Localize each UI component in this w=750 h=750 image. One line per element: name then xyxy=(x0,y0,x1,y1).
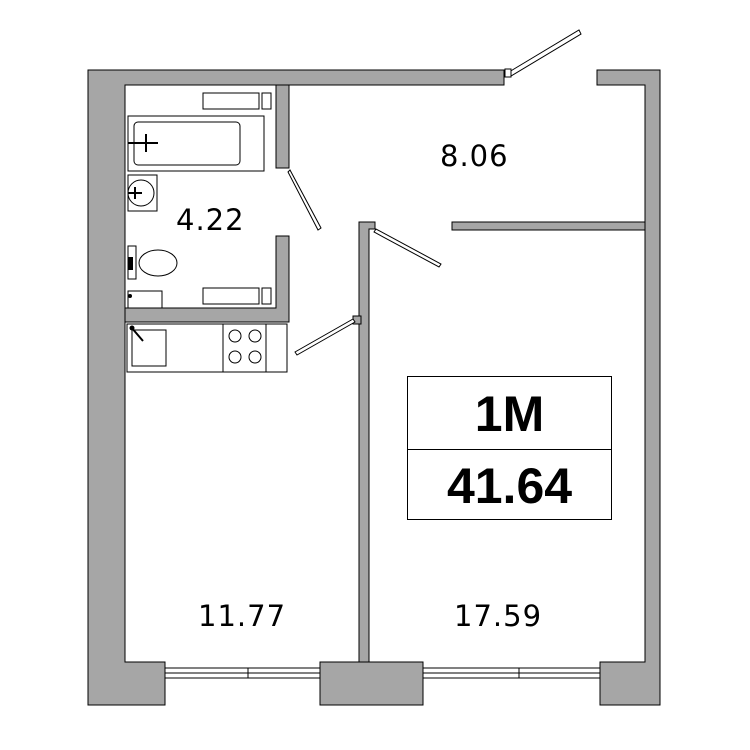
bathroom-wall-upper xyxy=(275,84,290,169)
bath-faucet-icon xyxy=(128,134,158,152)
partition-hall xyxy=(451,221,646,231)
room-area-bathroom: 4.22 xyxy=(176,203,245,237)
partition-rooms xyxy=(358,221,376,663)
outer-wall-north-west xyxy=(87,69,505,706)
door-living-room xyxy=(373,228,442,268)
door-bathroom xyxy=(287,169,322,231)
room-area-kitchen-room: 11.77 xyxy=(198,599,287,633)
room-area-hall: 8.06 xyxy=(440,139,509,173)
door-kitchen-room xyxy=(294,318,356,356)
vent-lower xyxy=(202,287,272,305)
toilet xyxy=(127,245,178,309)
apartment-info-badge: 1М 41.64 xyxy=(407,376,612,520)
window-living-room xyxy=(422,667,601,679)
kitchen-counter xyxy=(126,323,288,373)
toilet-tank xyxy=(128,257,133,270)
apartment-type: 1М xyxy=(474,386,545,442)
stove-burners xyxy=(228,329,262,364)
room-area-living-room: 17.59 xyxy=(454,599,543,633)
sink-faucet-icon xyxy=(128,187,142,199)
total-area: 41.64 xyxy=(446,458,573,514)
floor-drain-icon xyxy=(128,294,132,298)
badge-divider xyxy=(408,449,611,450)
door-leaves xyxy=(287,29,582,356)
door-entrance xyxy=(508,29,582,77)
wall-pier-south xyxy=(319,661,424,706)
outer-wall-east xyxy=(596,69,661,706)
window-kitchen-room xyxy=(164,667,321,679)
vent-upper xyxy=(202,92,272,110)
bathroom-wall-lower xyxy=(124,235,290,323)
